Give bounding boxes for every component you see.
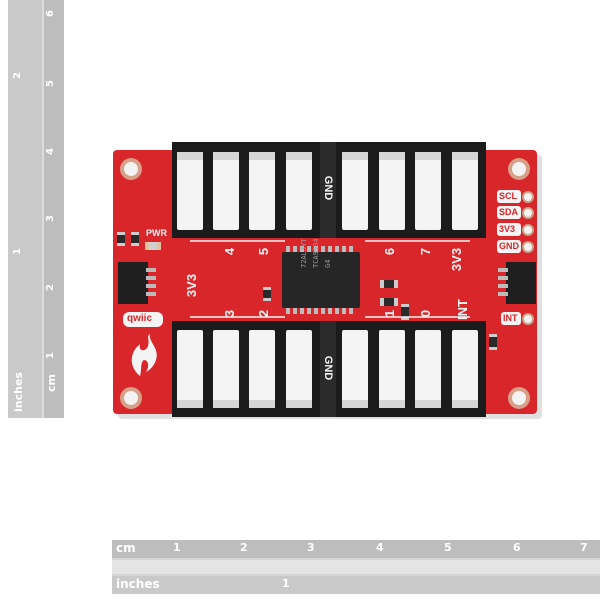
port-number-4: 4 (222, 247, 238, 256)
qwiic-connector-right (498, 262, 536, 304)
port-number-2: 2 (256, 309, 272, 318)
label-3v3-pad: 3V3 (499, 224, 516, 234)
label-gnd-bottom: GND (322, 355, 335, 381)
smd-components (117, 232, 497, 350)
horizontal-cm-tick-2: 2 (240, 541, 248, 554)
sparkfun-logo-icon (131, 334, 157, 376)
horizontal-ruler (112, 540, 600, 594)
horizontal-cm-tick-6: 6 (513, 541, 521, 554)
vertical-ruler (8, 0, 64, 418)
chip-marking-1: 72AL3YT (300, 238, 308, 268)
label-3v3-left: 3V3 (184, 273, 200, 298)
mounting-holes (120, 158, 530, 409)
chip-marking-3: G4 (324, 259, 332, 268)
label-scl: SCL (499, 191, 517, 201)
label-qwiic: qwiic (127, 313, 153, 324)
label-gnd-pad: GND (499, 241, 519, 251)
chip-marking-2: TCA9534 (312, 238, 320, 268)
port-number-5: 5 (256, 247, 272, 256)
label-3v3-right: 3V3 (449, 247, 465, 272)
qwiic-connector-left (118, 262, 156, 304)
label-pwr: PWR (146, 228, 167, 238)
label-gnd-top: GND (322, 175, 335, 201)
horizontal-cm-tick-5: 5 (444, 541, 452, 554)
horizontal-cm-tick-1: 1 (173, 541, 181, 554)
port-number-0: 0 (418, 309, 434, 318)
horizontal-cm-tick-3: 3 (307, 541, 315, 554)
port-number-6: 6 (382, 247, 398, 256)
label-int-side: INT (454, 299, 470, 320)
horizontal-inch-tick-1: 1 (282, 577, 290, 590)
horizontal-inch-label: inches (116, 577, 160, 591)
horizontal-cm-label: cm (116, 541, 136, 555)
horizontal-cm-tick-7: 7 (580, 541, 588, 554)
horizontal-cm-tick-4: 4 (376, 541, 384, 554)
socket-slots (177, 152, 478, 408)
port-number-7: 7 (418, 247, 434, 256)
label-sda: SDA (499, 207, 519, 217)
edge-pads (522, 191, 534, 325)
port-number-1: 1 (382, 309, 398, 318)
label-int-pad: INT (503, 313, 518, 323)
tca9534-chip (282, 246, 360, 314)
port-number-3: 3 (222, 309, 238, 318)
